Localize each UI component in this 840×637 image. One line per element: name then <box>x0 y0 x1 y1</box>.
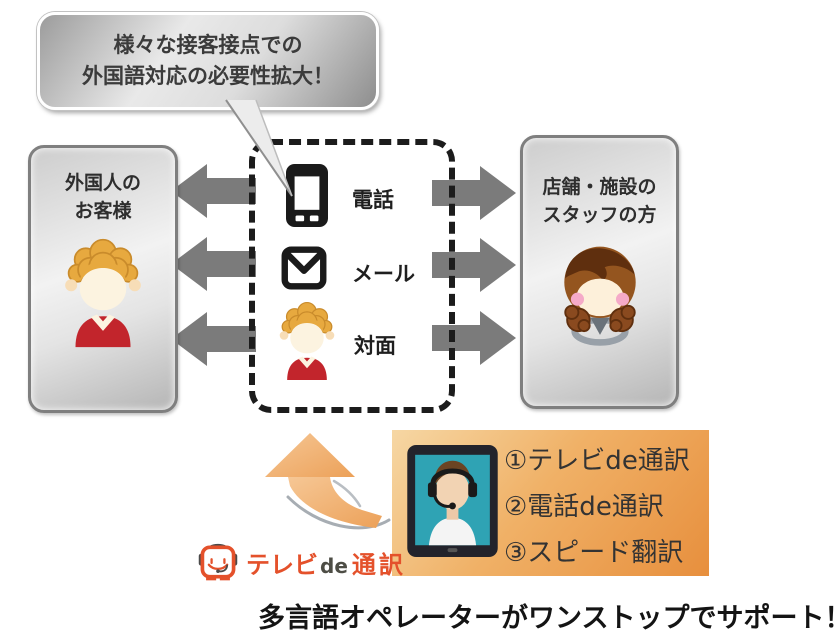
arrow-right-icon <box>432 238 516 292</box>
arrow-right-icon <box>432 311 516 365</box>
customer-icon <box>279 301 335 381</box>
foreign-customer-title-line2: お客様 <box>74 199 132 222</box>
service-box: ①テレビde通訳 ②電話de通訳 ③スピード翻訳 <box>392 430 709 576</box>
arrow-right-icon <box>432 166 516 220</box>
arrow-left-icon <box>171 237 256 291</box>
logo-text-part1: テレビ <box>246 550 318 579</box>
channel-label-facetoface: 対面 <box>354 334 396 358</box>
arrow-left-icon <box>171 312 256 366</box>
foreign-customer-panel: 外国人の お客様 <box>28 145 178 413</box>
tablet-operator-icon <box>407 444 498 558</box>
staff-panel: 店舗・施設の スタッフの方 <box>520 135 679 409</box>
speech-bubble: 様々な接客接点での 外国語対応の必要性拡大！ <box>37 12 379 110</box>
smartphone-icon <box>286 164 328 227</box>
logo-text-part3: 通訳 <box>351 550 406 579</box>
speech-bubble-line1: 様々な接客接点での <box>113 32 303 57</box>
footer-tagline: 多言語オペレーターがワンストップでサポート！ <box>258 603 840 634</box>
curved-up-arrow-icon <box>265 433 391 530</box>
staff-title-line1: 店舗・施設の <box>542 176 657 198</box>
staff-title-line2: スタッフの方 <box>542 203 657 226</box>
contact-channels-box <box>249 139 455 413</box>
speech-bubble-line2: 外国語対応の必要性拡大！ <box>82 64 334 88</box>
foreign-customer-title-line1: 外国人の <box>64 172 141 194</box>
foreign-customer-title: 外国人の お客様 <box>31 170 175 225</box>
staff-bowing-icon <box>563 246 636 346</box>
service-item-tv: ①テレビde通訳 <box>504 446 690 476</box>
channel-label-mail: メール <box>352 262 415 286</box>
service-item-speed: ③スピード翻訳 <box>504 538 684 568</box>
service-item-phone: ②電話de通訳 <box>504 492 664 522</box>
logo-text-part2: de <box>320 553 348 578</box>
mail-icon <box>281 246 327 290</box>
channel-label-phone: 電話 <box>352 188 394 212</box>
arrow-left-icon <box>171 164 256 218</box>
staff-title: 店舗・施設の スタッフの方 <box>523 174 676 229</box>
foreign-customer-icon <box>65 238 141 348</box>
tv-character-icon <box>198 543 238 581</box>
